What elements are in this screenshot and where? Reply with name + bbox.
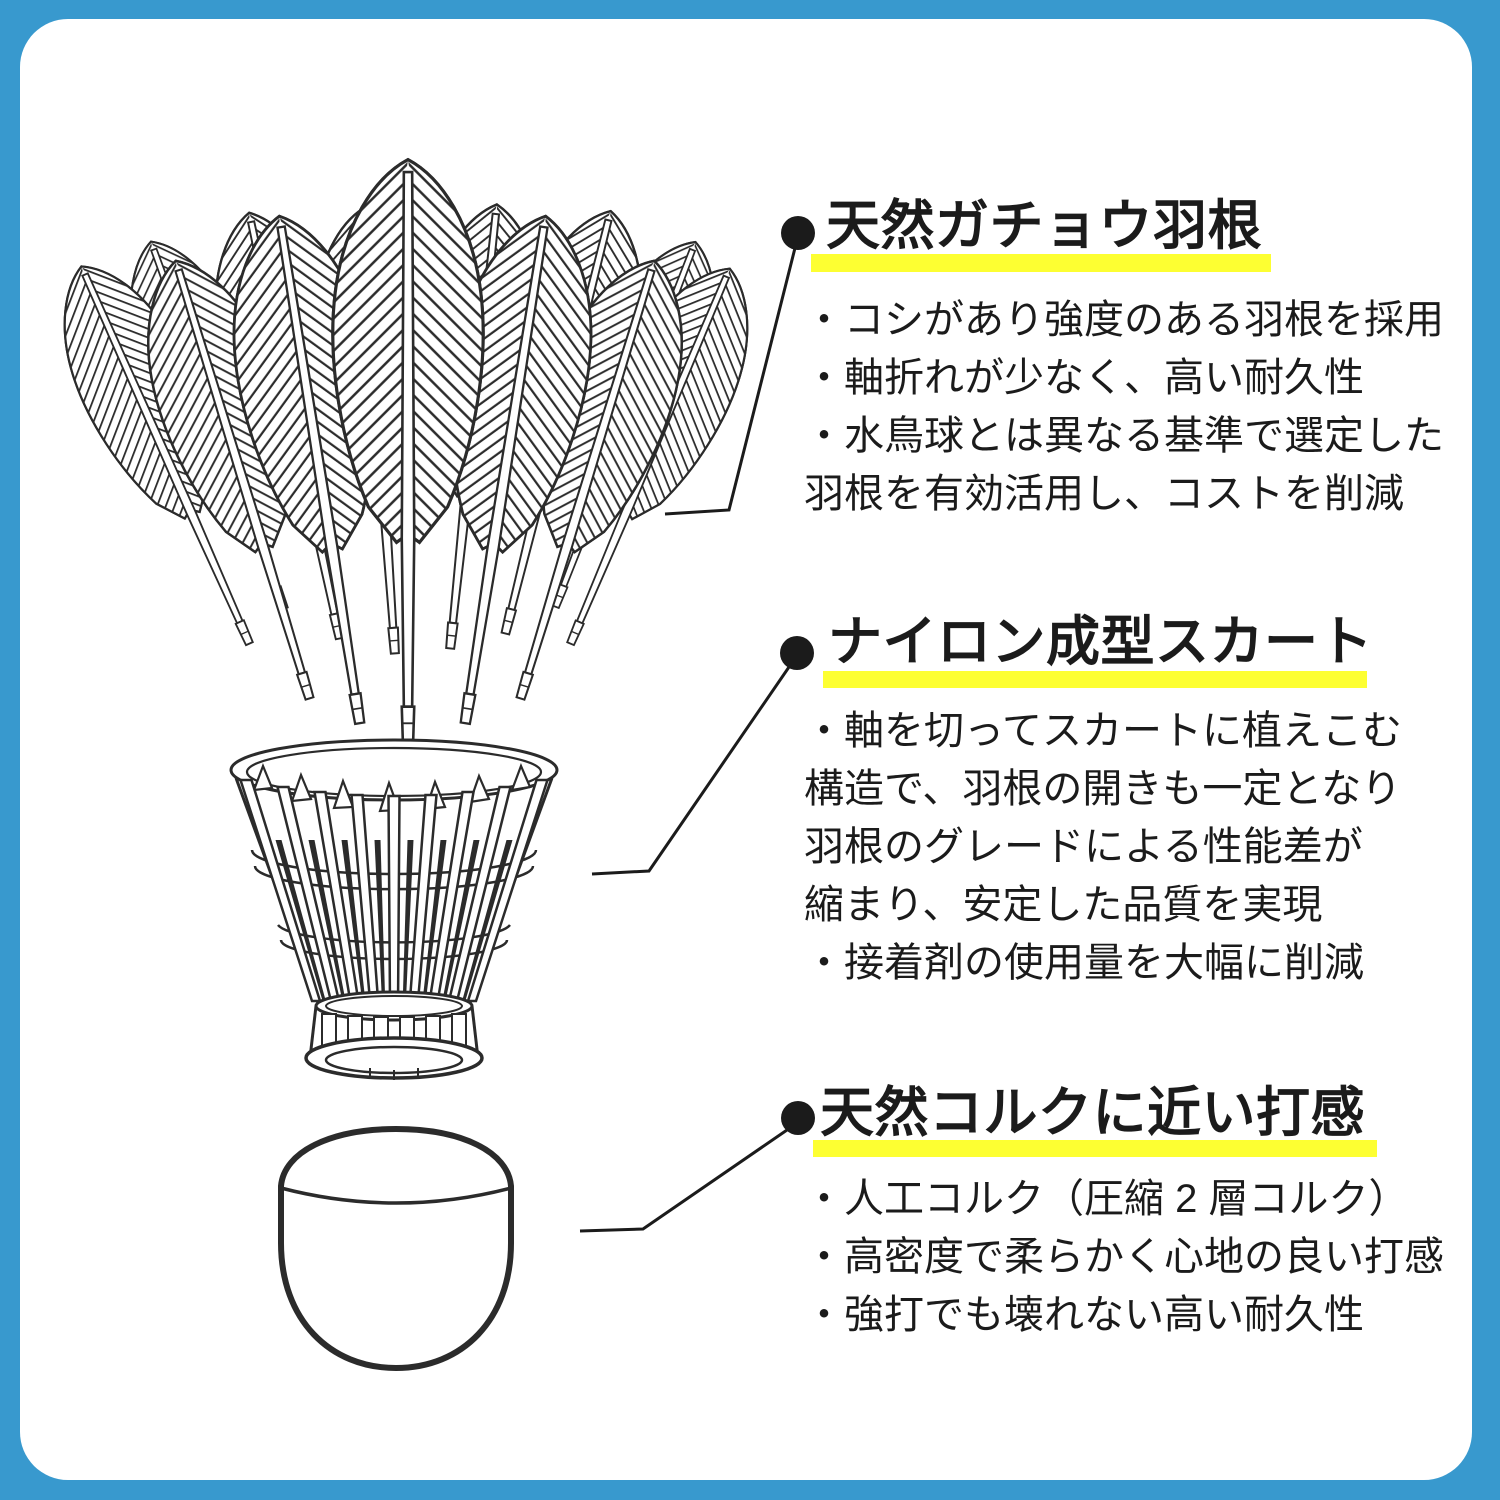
section-title: 天然ガチョウ羽根 xyxy=(826,196,1262,256)
section-title: 天然コルクに近い打感 xyxy=(820,1083,1365,1143)
body-line: ・軸を切ってスカートに植えこむ xyxy=(804,709,1402,753)
title-highlight-bar xyxy=(823,671,1367,688)
body-line: 羽根のグレードによる性能差が xyxy=(804,825,1363,869)
section-bullet-marker xyxy=(781,216,815,250)
body-line: ・コシがあり強度のある羽根を採用 xyxy=(804,298,1444,342)
cork-base xyxy=(278,1125,514,1372)
section-bullet-marker xyxy=(780,636,814,670)
section-body: ・軸を切ってスカートに植えこむ 構造で、羽根の開きも一定となり 羽根のグレードに… xyxy=(804,702,1402,992)
title-highlight-bar xyxy=(811,254,1271,272)
body-line: ・水鳥球とは異なる基準で選定した xyxy=(804,414,1444,458)
section-body: ・コシがあり強度のある羽根を採用 ・軸折れが少なく、高い耐久性 ・水鳥球とは異な… xyxy=(804,291,1444,523)
body-line: ・強打でも壊れない高い耐久性 xyxy=(804,1293,1364,1337)
section-title: ナイロン成型スカート xyxy=(828,612,1373,672)
body-line: ・高密度で柔らかく心地の良い打感 xyxy=(804,1235,1444,1279)
body-line: ・接着剤の使用量を大幅に削減 xyxy=(804,941,1364,985)
connector-line-skirt xyxy=(591,666,791,876)
body-line: 縮まり、安定した品質を実現 xyxy=(804,883,1323,927)
section-bullet-marker xyxy=(781,1101,815,1135)
goose-feather-crown xyxy=(31,158,780,742)
nylon-skirt xyxy=(229,738,559,1080)
body-line: 構造で、羽根の開きも一定となり xyxy=(804,767,1402,811)
connector-line-feathers xyxy=(664,247,797,516)
connector-line-cork xyxy=(579,1128,788,1233)
section-body: ・人工コルク（圧縮 2 層コルク） ・高密度で柔らかく心地の良い打感 ・強打でも… xyxy=(804,1170,1444,1344)
body-line: ・人工コルク（圧縮 2 層コルク） xyxy=(804,1177,1409,1221)
title-highlight-bar xyxy=(813,1140,1377,1157)
body-line: 羽根を有効活用し、コストを削減 xyxy=(804,472,1404,516)
body-line: ・軸折れが少なく、高い耐久性 xyxy=(804,356,1364,400)
